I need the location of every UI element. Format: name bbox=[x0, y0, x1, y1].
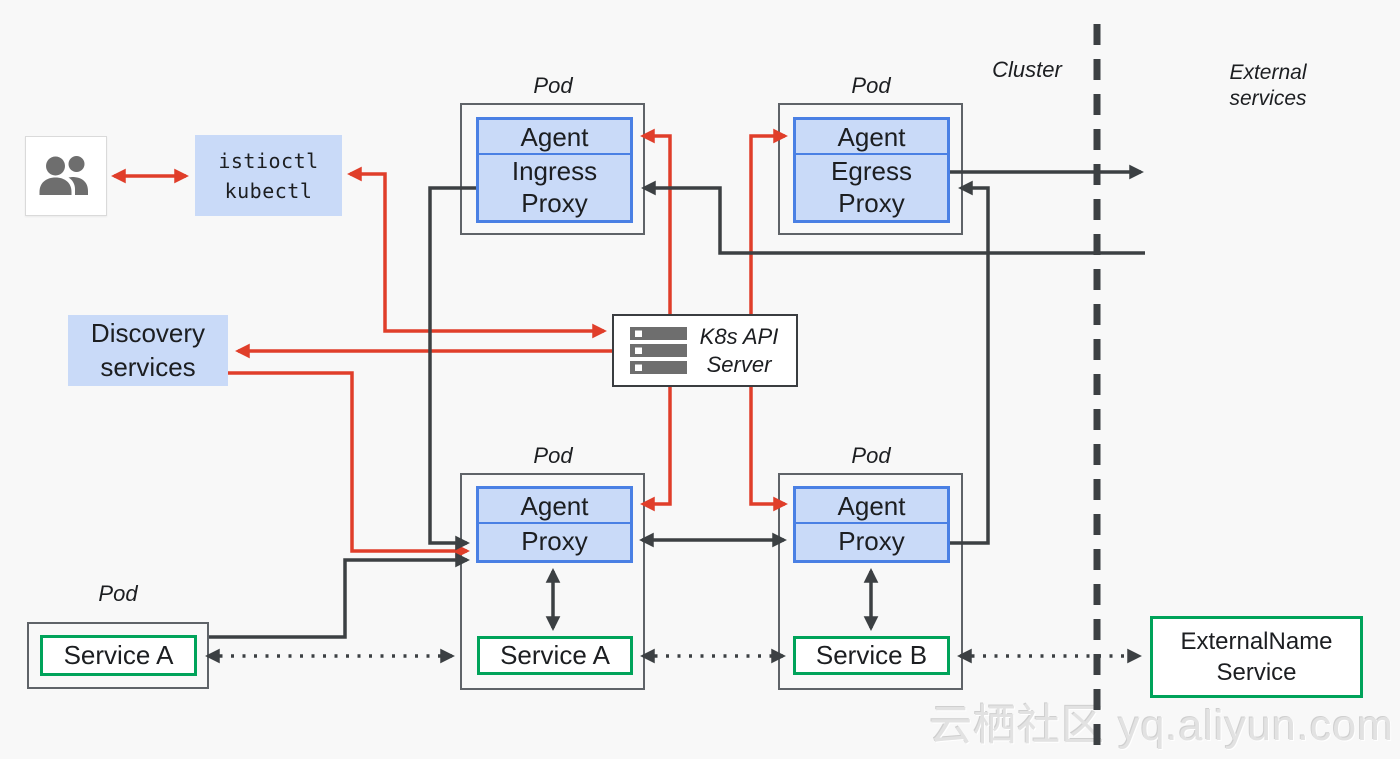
istioctl-label: istioctl bbox=[218, 148, 319, 173]
pod-a-service-box: Service A bbox=[477, 636, 633, 675]
istioctl-kubectl-box: istioctl kubectl bbox=[195, 135, 342, 216]
pod-b-sidecar-box: Agent Proxy bbox=[793, 486, 950, 563]
externalname-service-label: ExternalName Service bbox=[1180, 627, 1333, 686]
k8s-api-server-box: K8s API Server bbox=[612, 314, 798, 387]
standalone-service-a-label: Service A bbox=[63, 640, 174, 670]
pod-a-agent-label: Agent bbox=[479, 489, 630, 524]
pod-label-a: Pod bbox=[533, 443, 573, 468]
server-stack-icon bbox=[630, 326, 687, 374]
externalname-service-box: ExternalName Service bbox=[1150, 616, 1363, 698]
pod-a-proxy-label: Proxy bbox=[521, 526, 588, 557]
egress-agent-label: Agent bbox=[796, 120, 947, 155]
ingress-agent-label: Agent bbox=[479, 120, 630, 155]
egress-proxy-label: Egress Proxy bbox=[831, 155, 912, 218]
kubectl-label: kubectl bbox=[224, 178, 313, 203]
pod-label-b: Pod bbox=[851, 443, 891, 468]
arrow-discovery-proxy-a bbox=[228, 371, 470, 559]
discovery-services-box: Discovery services bbox=[68, 315, 228, 386]
discovery-services-label: Discovery services bbox=[90, 318, 206, 382]
arrow-standalone-service-proxy-a bbox=[209, 552, 470, 639]
pod-b-agent-label: Agent bbox=[796, 489, 947, 524]
pod-label-standalone: Pod bbox=[98, 581, 138, 606]
pod-service-b bbox=[778, 473, 963, 690]
pod-b-proxy-label: Proxy bbox=[838, 526, 905, 557]
external-services-label: External services bbox=[1229, 61, 1307, 111]
k8s-api-server-label: K8s API Server bbox=[699, 324, 779, 377]
egress-sidecar-box: Agent Egress Proxy bbox=[793, 117, 950, 223]
pod-label-ingress: Pod bbox=[533, 73, 573, 98]
pod-a-sidecar-box: Agent Proxy bbox=[476, 486, 633, 563]
users-box bbox=[25, 136, 107, 216]
ingress-sidecar-box: Agent Ingress Proxy bbox=[476, 117, 633, 223]
service-a-label: Service A bbox=[500, 640, 610, 670]
arrow-k8s-ingress-agent bbox=[640, 128, 672, 314]
pod-b-service-box: Service B bbox=[793, 636, 950, 675]
watermark: 云栖社区 yq.aliyun.com bbox=[929, 702, 1394, 750]
cluster-label: Cluster bbox=[992, 57, 1062, 82]
people-icon bbox=[39, 156, 88, 195]
service-b-label: Service B bbox=[815, 640, 928, 670]
standalone-service-box: Service A bbox=[40, 635, 197, 676]
ingress-proxy-label: Ingress Proxy bbox=[511, 155, 598, 218]
arrow-k8s-agent-a bbox=[640, 387, 672, 512]
pod-label-egress: Pod bbox=[851, 73, 891, 98]
